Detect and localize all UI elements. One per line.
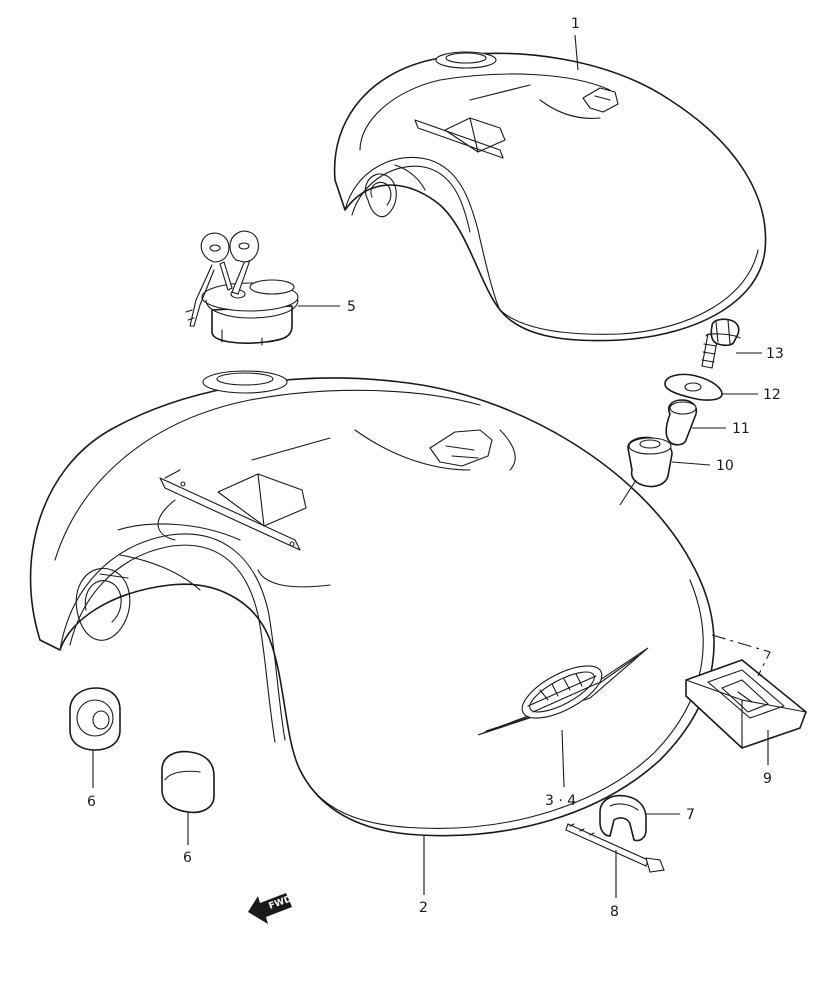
tank-emblem	[477, 647, 649, 736]
leader-lines	[92, 34, 771, 898]
forward-arrow-icon: FWD	[248, 893, 293, 924]
spacer	[665, 399, 698, 446]
callout-9: 9	[763, 771, 772, 787]
callout-2: 2	[419, 900, 428, 916]
grommet-left	[69, 687, 121, 751]
fuel-tank-large	[29, 370, 715, 837]
bolt	[701, 318, 741, 369]
rubber-pad	[685, 659, 807, 749]
callout-numbers: 1 2 3 · 4 5 6 6 7 8 9 10 11 12 13	[87, 16, 784, 920]
callout-12: 12	[763, 387, 781, 403]
leader-3-4	[561, 729, 565, 788]
leader-10	[671, 461, 711, 466]
washer	[664, 373, 723, 401]
leader-pad-dashed	[711, 634, 771, 677]
callout-1: 1	[571, 16, 580, 32]
cushion-collar	[627, 436, 673, 488]
callout-5: 5	[347, 299, 356, 315]
plug-cap	[161, 750, 215, 814]
callout-10: 10	[716, 458, 734, 474]
fuel-cap-with-keys	[185, 230, 299, 346]
leader-tank-to-collar	[619, 479, 637, 506]
fuel-tank-small	[333, 51, 767, 342]
callout-6-right: 6	[183, 850, 192, 866]
callout-6-left: 6	[87, 794, 96, 810]
cable-tie	[565, 823, 665, 873]
leader-1	[574, 34, 579, 71]
callout-8: 8	[610, 904, 619, 920]
callout-7: 7	[686, 807, 695, 823]
clip	[599, 794, 647, 842]
callout-13: 13	[766, 346, 784, 362]
callout-11: 11	[732, 421, 750, 437]
callout-3-4: 3 · 4	[545, 793, 576, 809]
